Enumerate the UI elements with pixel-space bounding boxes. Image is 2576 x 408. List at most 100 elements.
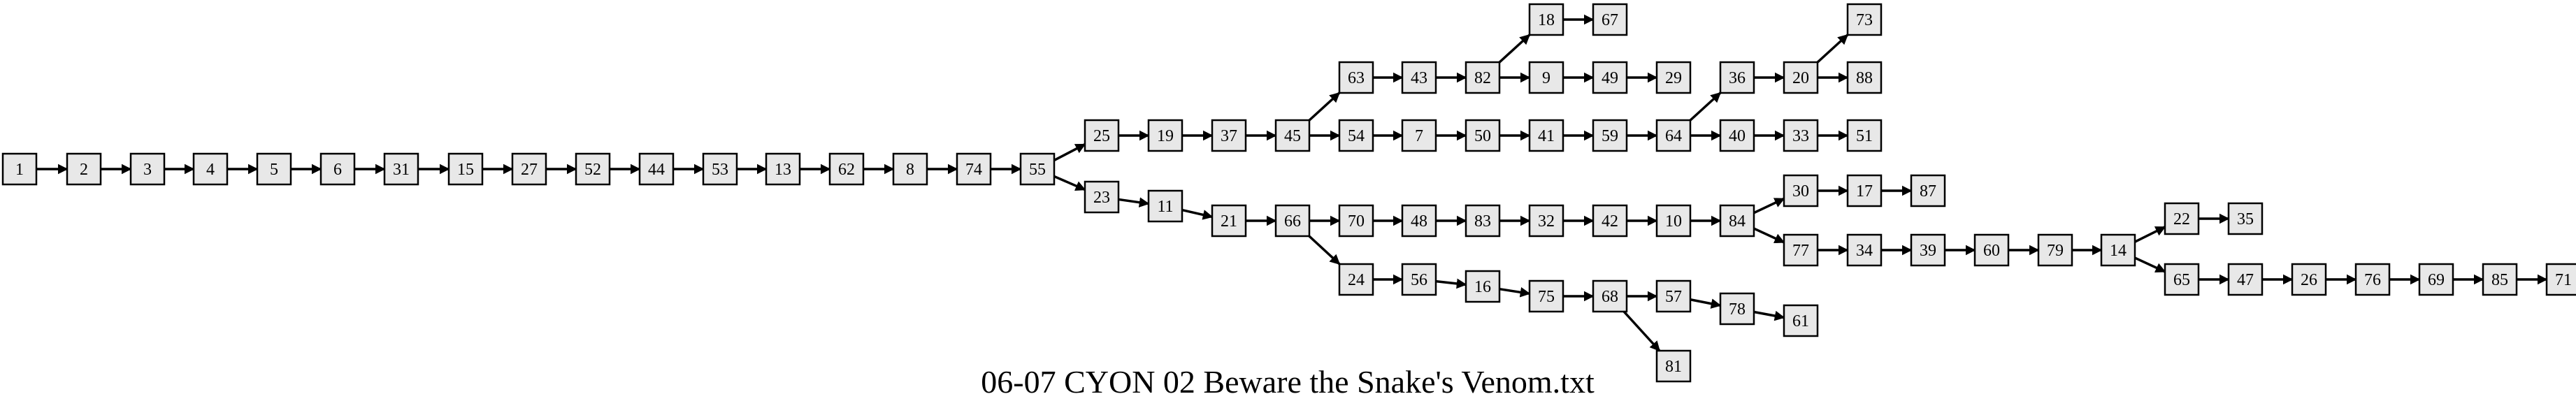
- node-78: 78: [1719, 292, 1755, 326]
- node-61: 61: [1783, 304, 1819, 337]
- node-label: 31: [393, 161, 410, 179]
- node-label: 41: [1538, 127, 1555, 145]
- node-56: 56: [1401, 263, 1437, 296]
- node-label: 24: [1348, 271, 1365, 289]
- node-label: 19: [1157, 127, 1174, 145]
- node-box: [1084, 119, 1120, 152]
- node-75: 75: [1528, 279, 1564, 313]
- node-23: 23: [1084, 180, 1120, 214]
- node-label: 1: [15, 161, 24, 179]
- node-label: 39: [1920, 242, 1936, 260]
- node-box: [2291, 263, 2327, 296]
- node-box: [1592, 119, 1628, 152]
- edge-arrow: [1753, 310, 1785, 321]
- node-box: [575, 152, 611, 186]
- node-42: 42: [1592, 204, 1628, 238]
- node-label: 87: [1920, 182, 1936, 201]
- node-box: [2354, 263, 2391, 296]
- node-box: [702, 152, 738, 186]
- node-label: 15: [457, 161, 474, 179]
- node-5: 5: [256, 152, 292, 186]
- node-label: 81: [1665, 358, 1682, 376]
- node-52: 52: [575, 152, 611, 186]
- node-label: 16: [1474, 278, 1491, 296]
- node-label: 50: [1474, 127, 1491, 145]
- node-box: [1655, 204, 1692, 238]
- node-box: [1846, 61, 1883, 94]
- edge-23-11: [1118, 197, 1150, 207]
- node-label: 53: [712, 161, 728, 179]
- node-box: [1019, 152, 1056, 186]
- node-label: 33: [1792, 127, 1809, 145]
- node-label: 57: [1665, 288, 1682, 306]
- edge-82-18: [1498, 34, 1531, 64]
- node-box: [1846, 233, 1883, 267]
- node-65: 65: [2164, 263, 2200, 296]
- edge-arrow: [1498, 34, 1531, 64]
- graph-caption: 06-07 CYON 02 Beware the Snake's Venom.t…: [981, 364, 1595, 400]
- node-34: 34: [1846, 233, 1883, 267]
- node-box: [1719, 61, 1755, 94]
- node-label: 77: [1792, 242, 1809, 260]
- node-box: [1465, 119, 1501, 152]
- node-label: 88: [1856, 69, 1873, 87]
- node-box: [511, 152, 547, 186]
- node-box: [2545, 263, 2576, 296]
- node-7: 7: [1401, 119, 1437, 152]
- node-45: 45: [1274, 119, 1311, 152]
- node-box: [1528, 279, 1564, 313]
- node-box: [1147, 119, 1183, 152]
- node-label: 36: [1729, 69, 1746, 87]
- edge-45-63: [1308, 92, 1341, 122]
- node-box: [1338, 204, 1374, 238]
- node-label: 54: [1348, 127, 1365, 145]
- node-box: [2100, 233, 2136, 267]
- node-box: [1211, 119, 1247, 152]
- edge-arrow: [2134, 256, 2166, 273]
- node-box: [1783, 119, 1819, 152]
- node-74: 74: [956, 152, 992, 186]
- node-69: 69: [2418, 263, 2454, 296]
- node-box: [1655, 279, 1692, 313]
- node-box: [1910, 233, 1946, 267]
- node-20: 20: [1783, 61, 1819, 94]
- node-box: [1783, 61, 1819, 94]
- node-label: 62: [838, 161, 855, 179]
- node-6: 6: [319, 152, 356, 186]
- node-8: 8: [892, 152, 928, 186]
- node-box: [1274, 119, 1311, 152]
- node-box: [1783, 304, 1819, 337]
- edge-11-21: [1181, 208, 1214, 220]
- edge-arrow: [1053, 143, 1086, 162]
- node-box: [1401, 61, 1437, 94]
- node-68: 68: [1592, 279, 1628, 313]
- node-18: 18: [1528, 3, 1564, 36]
- node-label: 52: [584, 161, 601, 179]
- node-label: 27: [521, 161, 538, 179]
- node-87: 87: [1910, 174, 1946, 207]
- node-label: 67: [1602, 11, 1618, 29]
- node-81: 81: [1655, 349, 1692, 383]
- node-label: 23: [1093, 189, 1110, 207]
- node-16: 16: [1465, 270, 1501, 303]
- node-box: [447, 152, 484, 186]
- node-label: 74: [965, 161, 982, 179]
- node-17: 17: [1846, 174, 1883, 207]
- edge-arrow: [1308, 92, 1341, 122]
- node-label: 10: [1665, 212, 1682, 231]
- node-box: [1655, 119, 1692, 152]
- edge-arrow: [2134, 226, 2166, 243]
- node-box: [1719, 292, 1755, 326]
- node-label: 60: [1983, 242, 2000, 260]
- node-box: [1274, 204, 1311, 238]
- node-33: 33: [1783, 119, 1819, 152]
- node-84: 84: [1719, 204, 1755, 238]
- node-85: 85: [2482, 263, 2518, 296]
- node-29: 29: [1655, 61, 1692, 94]
- node-label: 3: [143, 161, 152, 179]
- node-label: 71: [2555, 271, 2572, 289]
- node-box: [1655, 349, 1692, 383]
- node-label: 18: [1538, 11, 1555, 29]
- node-box: [1465, 204, 1501, 238]
- node-24: 24: [1338, 263, 1374, 296]
